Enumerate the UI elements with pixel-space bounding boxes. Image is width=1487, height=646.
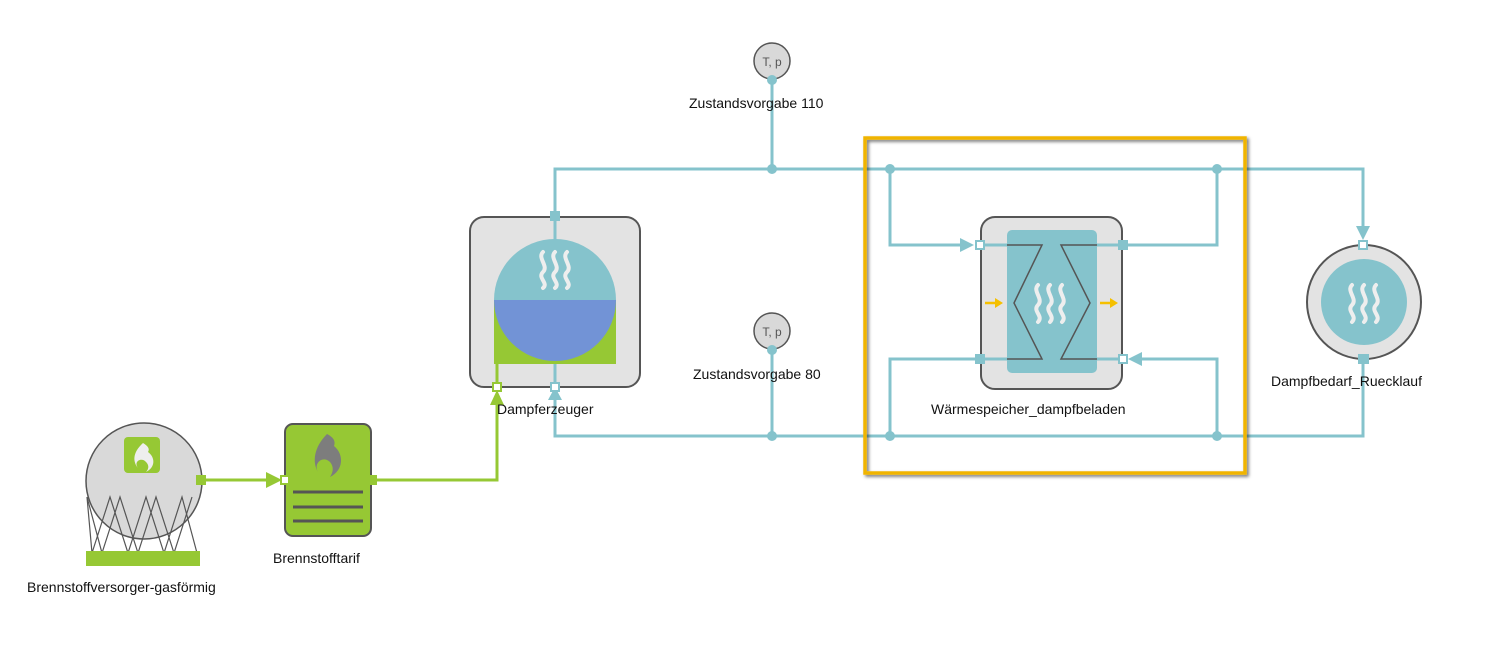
pipe-storage-out-bottom[interactable]: [888, 357, 976, 436]
component-fuel-supplier[interactable]: [85, 422, 206, 566]
flame-icon: [134, 443, 154, 472]
component-heat-storage[interactable]: [975, 216, 1128, 390]
sensor-badge-text: T, p: [762, 55, 782, 69]
arrow-to-demand: [1356, 226, 1370, 240]
label-state-80: Zustandsvorgabe 80: [693, 366, 821, 382]
sensor-80[interactable]: T, p: [753, 312, 791, 355]
selection-frame[interactable]: [863, 136, 1247, 475]
pipe-storage-in-bottom[interactable]: [1135, 357, 1219, 436]
arrow-to-generator-fuel: [490, 390, 504, 405]
label-heat-storage: Wärmespeicher_dampfbeladen: [931, 401, 1126, 417]
arrow-to-storage-top: [960, 238, 974, 252]
steam-waves-icon: [539, 250, 571, 290]
junction-dot: [1212, 431, 1222, 441]
heat-arrow-icon: [985, 298, 1118, 308]
steam-waves-icon: [1034, 283, 1066, 324]
sensor-110[interactable]: T, p: [753, 42, 791, 85]
tariff-flame-icon: [280, 423, 377, 537]
pipe-storage-in-top[interactable]: [888, 169, 968, 247]
label-fuel-supplier: Brennstoffversorger-gasförmig: [27, 579, 216, 595]
label-steam-demand: Dampfbedarf_Ruecklauf: [1271, 373, 1422, 389]
junction-dot: [767, 431, 777, 441]
label-state-110: Zustandsvorgabe 110: [689, 95, 824, 111]
arrow-to-generator: [548, 387, 562, 400]
arrow-to-storage-bottom: [1128, 352, 1142, 366]
steam-pipes: [553, 74, 1365, 438]
pipe-bottom-header[interactable]: [553, 362, 1365, 438]
arrow-to-tariff: [266, 472, 282, 488]
steam-drum-icon: [469, 211, 641, 392]
junction-dot: [885, 431, 895, 441]
junction-dot: [767, 164, 777, 174]
component-steam-demand[interactable]: [1306, 240, 1422, 364]
steam-consumer-icon: [1306, 240, 1422, 364]
component-steam-generator[interactable]: [469, 211, 641, 392]
label-fuel-tariff: Brennstofftarif: [273, 550, 360, 566]
pipe-top-header[interactable]: [553, 167, 1365, 236]
junctions: [767, 164, 1222, 441]
heat-exchanger-icon: [975, 216, 1128, 390]
gas-tank-icon: [85, 422, 206, 566]
junction-dot: [1212, 164, 1222, 174]
pipe-fuel-tariff-out[interactable]: [375, 400, 499, 482]
junction-dot: [885, 164, 895, 174]
label-steam-generator: Dampferzeuger: [497, 401, 594, 417]
steam-waves-icon: [1348, 283, 1380, 324]
component-fuel-tariff[interactable]: [280, 423, 377, 537]
sensor-badge-text: T, p: [762, 325, 782, 339]
pipe-storage-out-top[interactable]: [1128, 169, 1219, 247]
flame-icon: [314, 434, 342, 477]
